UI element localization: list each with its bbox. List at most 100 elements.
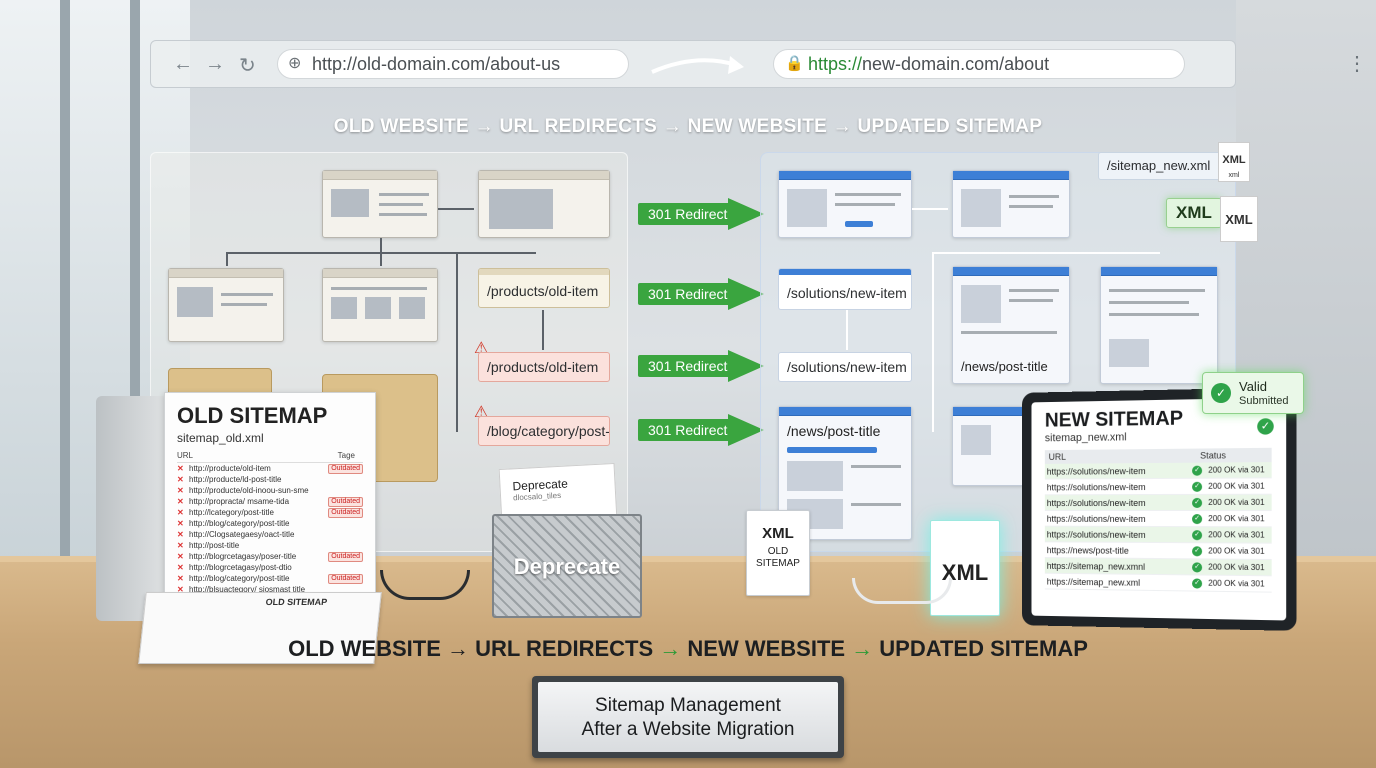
reload-icon[interactable]: ↻ <box>239 55 256 77</box>
new-sitemap-row: https://sitemap_new.xml✓200 OK via 301 <box>1044 573 1272 593</box>
old-sitemap-col-url: URL <box>177 451 194 460</box>
error-x-icon: ✕ <box>177 497 184 506</box>
new-url-field[interactable]: 🔒 https://new-domain.com/about <box>773 49 1185 79</box>
old-sitemap-url: http://blog/category/post-title <box>189 519 290 528</box>
old-sitemap-row: ✕ http://post-title <box>177 540 363 551</box>
caption-arrow: → <box>659 636 682 661</box>
new-sitemap-status: 200 OK via 301 <box>1208 497 1265 507</box>
new-page-window <box>952 170 1070 238</box>
old-path-box: /products/old-item <box>478 268 610 308</box>
old-path-text: /blog/category/post- <box>487 423 610 439</box>
url-transition-arrow-icon <box>651 56 744 74</box>
check-icon: ✓ <box>1211 383 1231 403</box>
old-sitemap-url: http://post-title <box>189 541 240 550</box>
outdated-tag: Outdated <box>328 574 363 584</box>
new-sitemap-url: https://solutions/new-item <box>1046 513 1146 524</box>
new-sitemap-col-url: URL <box>1048 451 1066 462</box>
tablet: NEW SITEMAP sitemap_new.xml ✓ URL Status… <box>1021 387 1297 631</box>
new-sitemap-status: 200 OK via 301 <box>1208 546 1265 556</box>
plaque-line-2: After a Website Migration <box>581 719 795 740</box>
new-path-text: /solutions/new-item <box>787 359 907 375</box>
new-sitemap-url: https://solutions/new-item <box>1046 529 1146 540</box>
plaque-line-1: Sitemap Management <box>595 695 781 716</box>
caption-part: UPDATED SITEMAP <box>873 636 1088 661</box>
old-path-box-error: /blog/category/post- <box>478 416 610 446</box>
old-sitemap-url: http://blog/category/post-title <box>189 574 290 583</box>
glowing-xml-file-icon: XML <box>930 520 1000 616</box>
old-path-text: /products/old-item <box>487 359 599 375</box>
bottom-flow-caption: OLD WEBSITE → URL REDIRECTS → NEW WEBSIT… <box>0 636 1376 662</box>
back-arrow-icon[interactable]: ← <box>173 53 193 75</box>
check-icon: ✓ <box>1192 530 1203 541</box>
new-sitemap-url: https://sitemap_new.xmnl <box>1046 560 1146 572</box>
old-page-window <box>168 268 284 342</box>
forward-arrow-icon[interactable]: → <box>205 53 225 75</box>
submitted-label: Submitted <box>1239 395 1289 407</box>
headline: OLD WEBSITE → URL REDIRECTS → NEW WEBSIT… <box>333 116 1043 137</box>
old-xml-line2: SITEMAP <box>756 558 800 569</box>
new-sitemap-url: https://solutions/new-item <box>1046 466 1146 477</box>
caption-part: NEW WEBSITE <box>681 636 852 661</box>
old-sitemap-url: http://Clogsategaesy/oact-title <box>189 530 295 539</box>
old-sitemap-url: http://blogrcetagasy/post-dtio <box>189 563 292 572</box>
desk-edge <box>0 556 1376 566</box>
error-x-icon: ✕ <box>177 508 184 517</box>
old-page-window <box>478 170 610 238</box>
old-sitemap-filename: sitemap_old.xml <box>177 431 264 445</box>
new-sitemap-status: 200 OK via 301 <box>1208 530 1265 540</box>
new-sitemap-filename: sitemap_new.xml <box>1044 431 1127 445</box>
old-xml-label: XML <box>762 525 794 542</box>
globe-icon: ⊕ <box>288 55 302 72</box>
check-icon: ✓ <box>1192 465 1203 476</box>
valid-submitted-badge: ✓ Valid Submitted <box>1202 372 1304 414</box>
new-path-text: /news/post-title <box>961 359 1048 374</box>
connector-line <box>226 252 228 266</box>
old-url-field[interactable]: ⊕ http://old-domain.com/about-us <box>277 49 629 79</box>
old-sitemap-row: ✕http://Clogsategaesy/oact-title <box>177 529 363 540</box>
caption-arrow: → <box>447 636 469 661</box>
old-sitemap-url: http://blsuactegory/ siosmast title <box>189 585 306 594</box>
error-x-icon: ✕ <box>177 541 184 550</box>
connector-line <box>438 208 474 210</box>
check-icon: ✓ <box>1192 546 1203 557</box>
old-sitemap-url: http://producte/old-inoou-sun-sme <box>189 486 309 495</box>
redirect-label: 301 Redirect <box>638 355 730 377</box>
old-sitemap-url: http://propracta/ msame-tida <box>189 497 290 506</box>
valid-label: Valid <box>1239 379 1267 394</box>
error-x-icon: ✕ <box>177 585 184 594</box>
check-icon: ✓ <box>1192 562 1203 573</box>
new-page-window: /news/post-title <box>952 266 1070 384</box>
xml-file-icon: XML xml <box>1218 142 1250 182</box>
new-sitemap-row: https://solutions/new-item✓200 OK via 30… <box>1044 494 1272 512</box>
new-path-text: /news/post-title <box>787 423 881 439</box>
error-x-icon: ✕ <box>177 475 184 484</box>
check-icon: ✓ <box>1192 497 1203 508</box>
lock-icon: 🔒 <box>785 55 804 72</box>
connector-line <box>932 252 934 432</box>
sitemap-new-path-tag: /sitemap_new.xml <box>1098 152 1224 180</box>
kebab-menu-icon[interactable]: ⋮ <box>1347 53 1367 75</box>
caption-part: OLD WEBSITE <box>288 636 447 661</box>
xml-file-label: XML <box>1222 154 1246 166</box>
old-sitemap-col-tag: Tage <box>337 451 355 460</box>
error-x-icon: ✕ <box>177 486 184 495</box>
new-page-window <box>1100 266 1218 384</box>
redirect-label: 301 Redirect <box>638 283 730 305</box>
old-url-text: http://old-domain.com/about-us <box>312 54 561 74</box>
xml-file-icon: XML <box>1220 196 1258 242</box>
caption-part: URL REDIRECTS <box>469 636 660 661</box>
xml-badge: XML <box>1166 198 1222 228</box>
new-path-text: /solutions/new-item <box>787 285 907 301</box>
new-sitemap-row: https://solutions/new-item ✓ 200 OK via 30… <box>1044 526 1272 544</box>
xml-file-sublabel: xml <box>1228 172 1240 179</box>
new-url-text: new-domain.com/about <box>862 54 1050 74</box>
redirect-label: 301 Redirect <box>638 203 730 225</box>
new-sitemap-col-status: Status <box>1200 450 1226 461</box>
check-icon: ✓ <box>1257 418 1274 435</box>
outdated-tag: Outdated <box>328 508 363 518</box>
new-sitemap-url: https://sitemap_new.xml <box>1046 576 1141 588</box>
